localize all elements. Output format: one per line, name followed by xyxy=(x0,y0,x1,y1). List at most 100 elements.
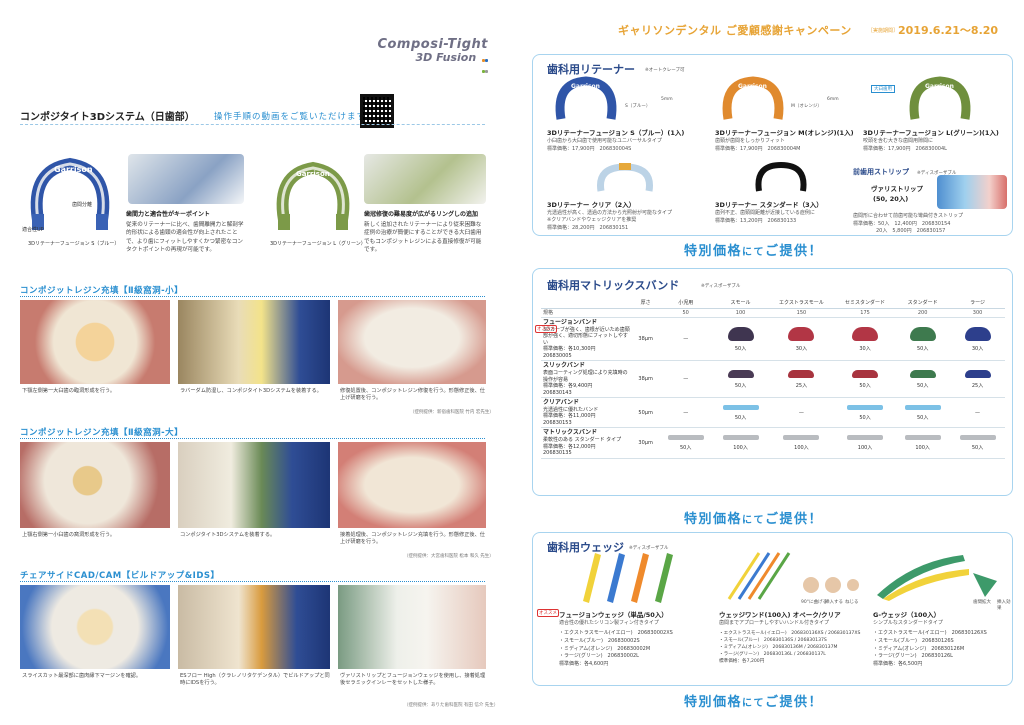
strip-price1: 標準価格：50入 12,400円 206830154 xyxy=(853,221,951,227)
ring-large-image: Garrison xyxy=(268,156,358,240)
recommend-badge: オススメ xyxy=(535,325,557,333)
wedge-wand-name: ウェッジワンド(100入) オペーク/クリア xyxy=(719,611,841,619)
divider xyxy=(20,581,485,582)
feature2-title: 歯冠修復の難易度が広がるリングしの追加 xyxy=(364,211,479,218)
retainer-s-name: 3Dリテーナーフュージョン S（ブルー）(1入) xyxy=(547,129,685,137)
retainer-standard-desc: 歯列不正、歯頸間距離が近接している症例に xyxy=(715,210,815,216)
fusion-wedge-image xyxy=(573,549,683,609)
g-wedge-name: G-ウェッジ（100入） xyxy=(873,611,941,619)
fusion-wedge-list: ・エクストラスモール(イエロー) 206830002XS ・スモール(ブルー) … xyxy=(559,630,673,667)
case2-caption-2: コンポジタイト3Dシステムを装着する。 xyxy=(180,532,276,538)
strip-qty: (50, 20入) xyxy=(873,195,909,203)
strip-price2: 20入 5,800円 206830157 xyxy=(876,228,946,234)
case1-photo-2 xyxy=(178,300,330,384)
retainer-clear-image xyxy=(593,163,657,199)
svg-text:Garrison: Garrison xyxy=(925,83,954,90)
retainer-l-name: 3Dリテーナーフュージョン L(グリーン)(1入) xyxy=(863,129,999,137)
retainer-clear-desc: 光透過性が高く、透過の方法から光照射が可能なタイプ ※クリアバンドやウェッジクリ… xyxy=(547,210,673,224)
case3-caption-1: スライスカット最深部に歯肉縁下マージンを確認。 xyxy=(22,673,142,679)
matrix-title: 歯科用マトリックスバンド xyxy=(547,279,680,292)
feature2-text: 新しく追加されたリテーナーにより従来困難な症例の治療が簡便にすることができる大臼… xyxy=(364,222,482,254)
retainer-l-image: Garrison xyxy=(905,75,975,129)
wedge-title: 歯科用ウェッジ xyxy=(547,541,624,554)
retainer-m-name: 3Dリテーナーフュージョン M(オレンジ)(1入) xyxy=(715,129,854,137)
svg-text:Garrison: Garrison xyxy=(54,165,93,174)
size-s: S（ブルー） xyxy=(625,104,651,109)
strip-subtitle: ※ディスポーザブル xyxy=(917,171,957,176)
retainer-subtitle: ※オートクレーブ可 xyxy=(645,68,685,73)
case3-caption-3: ヴァリストリップとフュージョンウェッジを使用し、接着処理後セラミックインレーをセ… xyxy=(340,673,486,687)
case1-caption-1: 下顎左側第一大臼歯の臨洞形成を行う。 xyxy=(22,388,116,394)
svg-text:Garrison: Garrison xyxy=(571,83,600,90)
section2-title: コンポジットレジン充填【Ⅱ級窩洞-大】 xyxy=(20,428,184,438)
retainer-clear-name: 3Dリテーナー クリア（2入） xyxy=(547,201,636,209)
retainer-s-image: Garrison xyxy=(551,75,621,129)
video-note: 操作手順の動画をご覧いただけます。 xyxy=(214,112,375,122)
qr-code-icon[interactable] xyxy=(360,94,394,128)
retainer-s-price: 標準価格：17,900円 206830004S xyxy=(547,146,632,152)
brand-line1: Composi-Tight xyxy=(377,37,488,52)
retainer-s-desc: 小臼歯から大臼歯で使用可能なユニバーサルタイプ xyxy=(547,138,662,144)
case3-photo-3 xyxy=(338,585,486,669)
retainer-l-price: 標準価格：17,900円 206830004L xyxy=(863,146,947,152)
svg-text:Garrison: Garrison xyxy=(738,83,767,90)
wedge-wand-list: ・エクストラスモール(イエロー) 206830136XS / 206830137… xyxy=(719,631,861,665)
ring-closeup-photo-1 xyxy=(128,154,244,204)
feature1-title: 歯間力と適合性がキーポイント xyxy=(126,211,211,218)
table-row: スリックバンド表面コーティング処理により充填時の操作が容易標準価格：各9,400… xyxy=(541,360,1005,399)
special-offer-3: 特別価格にてご提供！ xyxy=(684,695,824,710)
ring-small-tag2: 適合性UP xyxy=(22,227,44,233)
retainer-box: 歯科用リテーナー ※オートクレーブ可 大臼歯用 Garrison S（ブルー） … xyxy=(532,54,1013,236)
strip-photo xyxy=(937,175,1007,209)
matrix-table: 厚さ 小児用 スモール エクストラスモール セミスタンダード スタンダード ラー… xyxy=(541,297,1005,459)
retainer-m-image: Garrison xyxy=(718,75,788,129)
feature1-text: 従来のリテーナーに比べ、歯間離開力と解剖学的形状による歯頸の適合性が向上されたこ… xyxy=(126,222,244,254)
recommend-badge: オススメ xyxy=(537,609,559,617)
large-tag: 大臼歯用 xyxy=(871,85,895,93)
campaign-title: ギャリソンデンタル ご愛顧感謝キャンペーン xyxy=(618,24,852,37)
g-wedge-list: ・エクストラスモール(イエロー) 206830126XS ・スモール(ブルー) … xyxy=(873,630,987,667)
matrix-subtitle: ※ディスポーザブル xyxy=(701,284,741,289)
ring-closeup-photo-2 xyxy=(364,154,486,204)
dim-m: 6mm xyxy=(827,97,839,102)
fusion-wedge-name: フュージョンウェッジ（単品/50入） xyxy=(559,611,668,619)
section1-title: コンポジットレジン充填【Ⅱ級窩洞-小】 xyxy=(20,286,184,296)
strip-title: 前歯用ストリップ xyxy=(853,168,909,176)
case2-credit: （症例提供：大宮歯科医院 松本 和久 先生） xyxy=(404,554,494,559)
brand-line2: 3D Fusion xyxy=(415,50,477,64)
special-offer-1: 特別価格にてご提供！ xyxy=(684,244,824,259)
retainer-title: 歯科用リテーナー xyxy=(547,63,635,76)
g-wedge-desc: シンプルなスタンダードタイプ xyxy=(873,620,943,626)
campaign-period-label: ［実施期間］ xyxy=(868,28,899,34)
case1-caption-2: ラバーダム防湿し、コンポジタイト3Dシステムを装着する。 xyxy=(180,388,322,394)
brand-logo: Composi-Tight 3D Fusion xyxy=(377,37,488,74)
retainer-clear-price: 標準価格：28,200円 206830151 xyxy=(547,225,629,231)
ring-small-tag1: 歯間分離 xyxy=(72,202,93,208)
section3-title: チェアサイドCAD/CAM【ビルドアップ&IDS】 xyxy=(20,571,220,581)
step-insert: 挿入する xyxy=(825,600,843,605)
strip-name: ヴァリストリップ xyxy=(871,185,923,193)
ring-small-image: Garrison xyxy=(20,150,120,240)
case1-photo-1 xyxy=(20,300,170,384)
case2-caption-1: 上顎右側第一小臼歯の窩洞形成を行う。 xyxy=(22,532,116,538)
case2-caption-3: 接着処理後、コンポジットレジン充填を行う。形態修正後、仕上げ研磨を行う。 xyxy=(340,532,485,546)
step-twist: ねじる xyxy=(845,600,859,605)
strip-desc: 歯間形に合わせて前歯可能な彎曲付きストリップ xyxy=(853,213,964,219)
case2-photo-3 xyxy=(338,442,486,528)
case3-photo-2 xyxy=(178,585,330,669)
ring-small-label: 3Dリテーナーフュージョン S（ブルー） xyxy=(28,241,120,247)
system-title: コンポジタイト3Dシステム（日歯部） xyxy=(20,112,195,123)
step-bend: 90°に曲げる xyxy=(801,600,827,605)
divider xyxy=(20,124,485,125)
retainer-m-price: 標準価格：17,900円 206830004M xyxy=(715,146,801,152)
svg-text:Garrison: Garrison xyxy=(296,170,330,178)
case3-credit: （症例提供：ありた歯科医院 有田 信介 先生） xyxy=(404,703,499,708)
right-page: ギャリソンデンタル ご愛顧感謝キャンペーン ［実施期間］ 2019.6.21～8… xyxy=(512,0,1024,725)
case1-photo-3 xyxy=(338,300,486,384)
special-offer-2: 特別価格にてご提供！ xyxy=(684,512,824,527)
matrix-box: 歯科用マトリックスバンド ※ディスポーザブル 厚さ 小児用 スモール エクストラ… xyxy=(532,268,1013,496)
case3-photo-1 xyxy=(20,585,170,669)
retainer-standard-image xyxy=(751,161,811,199)
case2-photo-1 xyxy=(20,442,170,528)
